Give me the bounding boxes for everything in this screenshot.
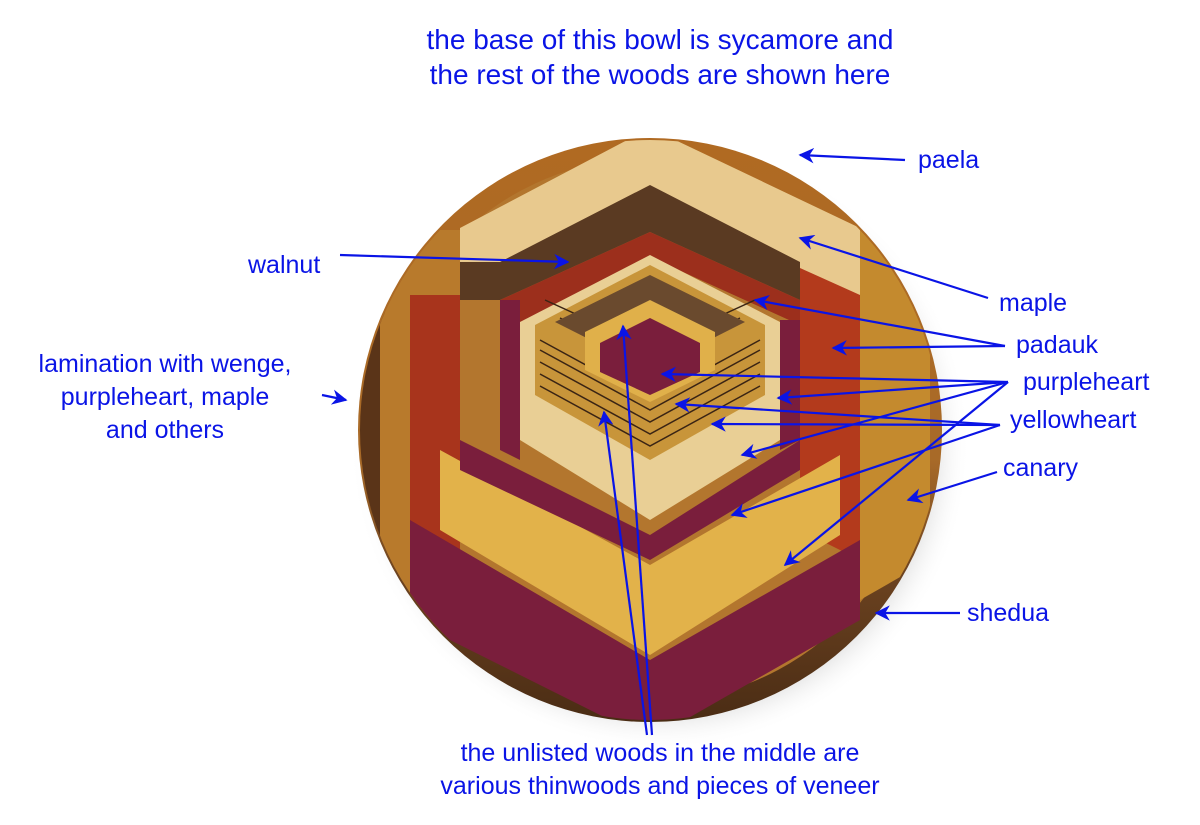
padauk-inner	[500, 232, 800, 325]
caption-line-2: various thinwoods and pieces of veneer	[440, 772, 880, 800]
purpleheart-side-left	[500, 300, 520, 460]
arrow-yellowheart-3	[730, 423, 1001, 518]
caption-line-1: the unlisted woods in the middle are	[460, 739, 860, 767]
arrow-lamination	[321, 389, 348, 405]
label-walnut: walnut	[248, 251, 321, 279]
label-maple: maple	[999, 289, 1068, 317]
lamination-note-line-2: purpleheart, maple	[60, 383, 270, 411]
maple-band	[460, 140, 860, 300]
purpleheart-inner	[460, 440, 800, 560]
walnut-band	[500, 185, 800, 300]
arrow-paela	[798, 147, 906, 164]
bottom-caption: the unlisted woods in the middle are var…	[380, 737, 940, 803]
label-yellowheart: yellowheart	[1010, 406, 1137, 434]
arrow-yellowheart-2	[710, 416, 1001, 432]
label-padauk: padauk	[1016, 331, 1099, 359]
lamination-note-line-1: lamination with wenge,	[38, 350, 292, 378]
purpleheart-side-right	[780, 320, 800, 450]
label-canary: canary	[1003, 454, 1079, 482]
lamination-note: lamination with wenge, purpleheart, mapl…	[0, 348, 330, 447]
arrow-purpleheart-1	[660, 366, 1009, 384]
arrow-maple	[798, 234, 989, 300]
title-line-1: the base of this bowl is sycamore and	[426, 24, 894, 55]
arrow-canary	[906, 470, 998, 504]
arrow-middle-1	[616, 324, 654, 736]
annotation-arrows	[321, 147, 1009, 736]
label-paela: paela	[918, 146, 980, 174]
arrow-padauk-2	[831, 340, 1006, 356]
arrow-yellowheart-1	[674, 397, 1001, 427]
arrow-walnut	[339, 253, 570, 270]
yellowheart-band	[440, 450, 840, 655]
lamination-note-line-3: and others	[105, 416, 225, 444]
label-purpleheart: purpleheart	[1023, 368, 1150, 396]
arrow-middle-2	[598, 410, 649, 736]
title-line-2: the rest of the woods are shown here	[429, 59, 891, 90]
walnut-band-left	[460, 262, 500, 300]
page-title: the base of this bowl is sycamore and th…	[340, 22, 980, 92]
purpleheart-outer	[410, 520, 860, 720]
arrow-padauk-1	[753, 294, 1006, 348]
arrow-purpleheart-2	[776, 380, 1009, 405]
arrow-purpleheart-4	[783, 381, 1009, 566]
arrow-purpleheart-3	[740, 380, 1009, 459]
label-shedua: shedua	[967, 599, 1050, 627]
